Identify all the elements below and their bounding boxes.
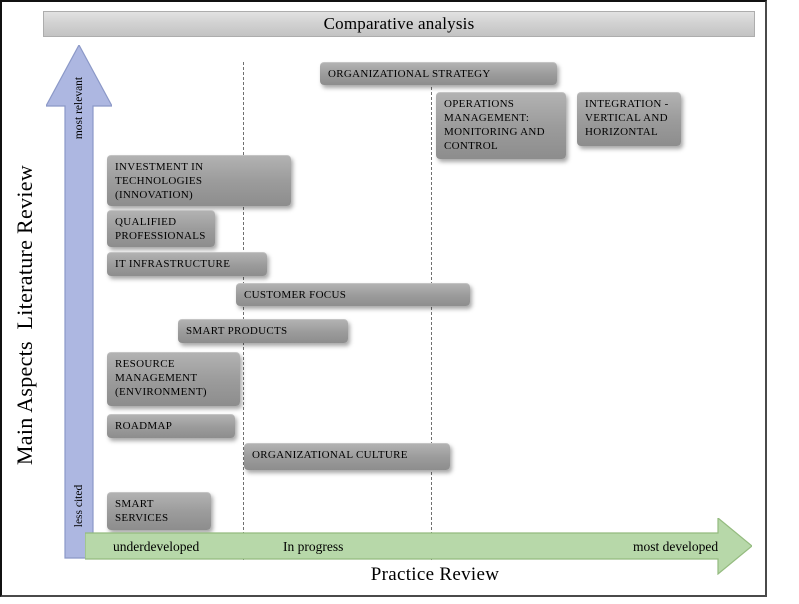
aspect-box: IT INFRASTRUCTURE <box>107 252 267 276</box>
y-axis-bottom-label: less cited <box>73 484 85 528</box>
aspect-box: QUALIFIED PROFESSIONALS <box>107 210 215 248</box>
aspect-box: INTEGRATION - VERTICAL AND HORIZONTAL <box>577 92 681 146</box>
x-axis-segment-underdeveloped: underdeveloped <box>113 539 200 554</box>
up-arrow-shape <box>46 45 112 559</box>
aspect-box: SMART PRODUCTS <box>178 319 348 343</box>
dashed-gridline <box>243 62 244 560</box>
aspect-box: OPERATIONS MANAGEMENT: MONITORING AND CO… <box>436 92 566 159</box>
aspect-box: ROADMAP <box>107 414 235 438</box>
x-axis-segment-in-progress: In progress <box>283 539 344 554</box>
diagram-title-bar: Comparative analysis <box>43 11 755 37</box>
aspect-box: SMART SERVICES <box>107 492 211 530</box>
aspect-box: CUSTOMER FOCUS <box>236 283 470 307</box>
aspect-box: ORGANIZATIONAL STRATEGY <box>320 62 557 86</box>
y-axis-top-label: most relevant <box>73 76 85 140</box>
diagram-title: Comparative analysis <box>323 14 475 33</box>
literature-axis-arrow <box>46 45 112 559</box>
x-axis-title: Practice Review <box>370 564 500 585</box>
right-arrow-shape <box>85 518 752 575</box>
practice-axis-arrow <box>85 518 752 575</box>
dashed-gridline <box>431 62 432 560</box>
y-axis-title: Main Aspects Literature Review <box>12 164 37 466</box>
aspect-box: RESOURCE MANAGEMENT (ENVIRONMENT) <box>107 352 240 406</box>
page-border <box>0 0 767 597</box>
x-axis-segment-most-developed: most developed <box>633 539 719 554</box>
aspect-box: INVESTMENT IN TECHNOLOGIES (INNOVATION) <box>107 155 291 207</box>
aspect-box: ORGANIZATIONAL CULTURE <box>244 443 450 470</box>
